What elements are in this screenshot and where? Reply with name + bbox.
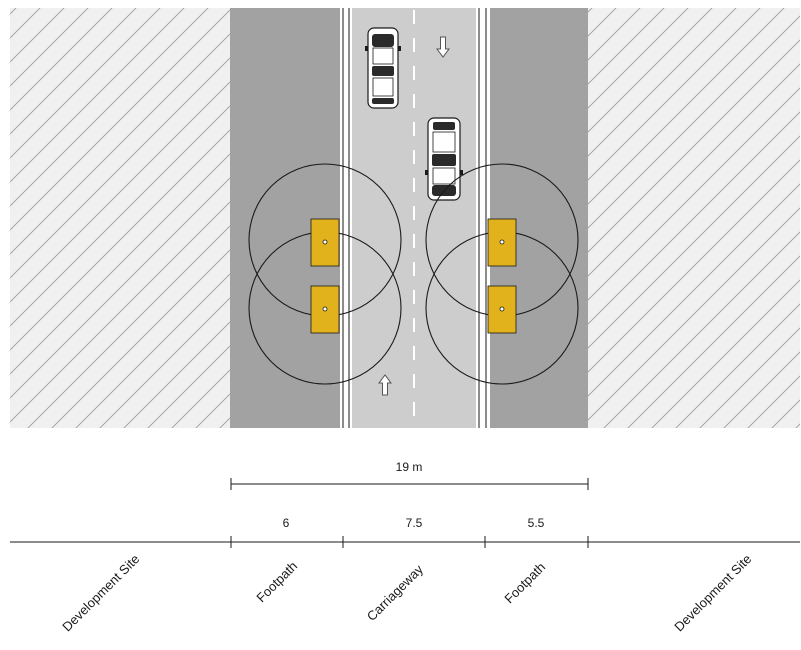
kerb-right <box>476 8 490 428</box>
street-light-icon <box>310 285 340 334</box>
footpath-left <box>230 8 340 428</box>
segment-width-label: 7.5 <box>406 516 423 530</box>
segment-width-label: 6 <box>283 516 290 530</box>
car-top-view-icon <box>365 27 401 109</box>
direction-arrow-down-icon <box>436 36 450 58</box>
direction-arrow-up-icon <box>378 374 392 396</box>
street-light-icon <box>487 285 517 334</box>
zone-baseline <box>10 536 800 548</box>
segment-width-label: 5.5 <box>528 516 545 530</box>
zone-label-development-site-left: Development Site <box>59 551 142 634</box>
total-width-label: 19 m <box>396 460 423 474</box>
zone-label-footpath-left: Footpath <box>253 558 300 605</box>
footpath-right <box>490 8 588 428</box>
kerb-left <box>340 8 352 428</box>
zone-label-footpath-right: Footpath <box>501 559 548 606</box>
development-site-left <box>10 8 230 428</box>
total-dimension-line <box>230 478 589 490</box>
development-site-right <box>588 8 800 428</box>
street-light-icon <box>487 218 517 267</box>
zone-label-development-site-right: Development Site <box>671 551 754 634</box>
street-light-icon <box>310 218 340 267</box>
zone-label-carriageway: Carriageway <box>364 561 427 624</box>
car-top-view-icon <box>425 117 463 201</box>
